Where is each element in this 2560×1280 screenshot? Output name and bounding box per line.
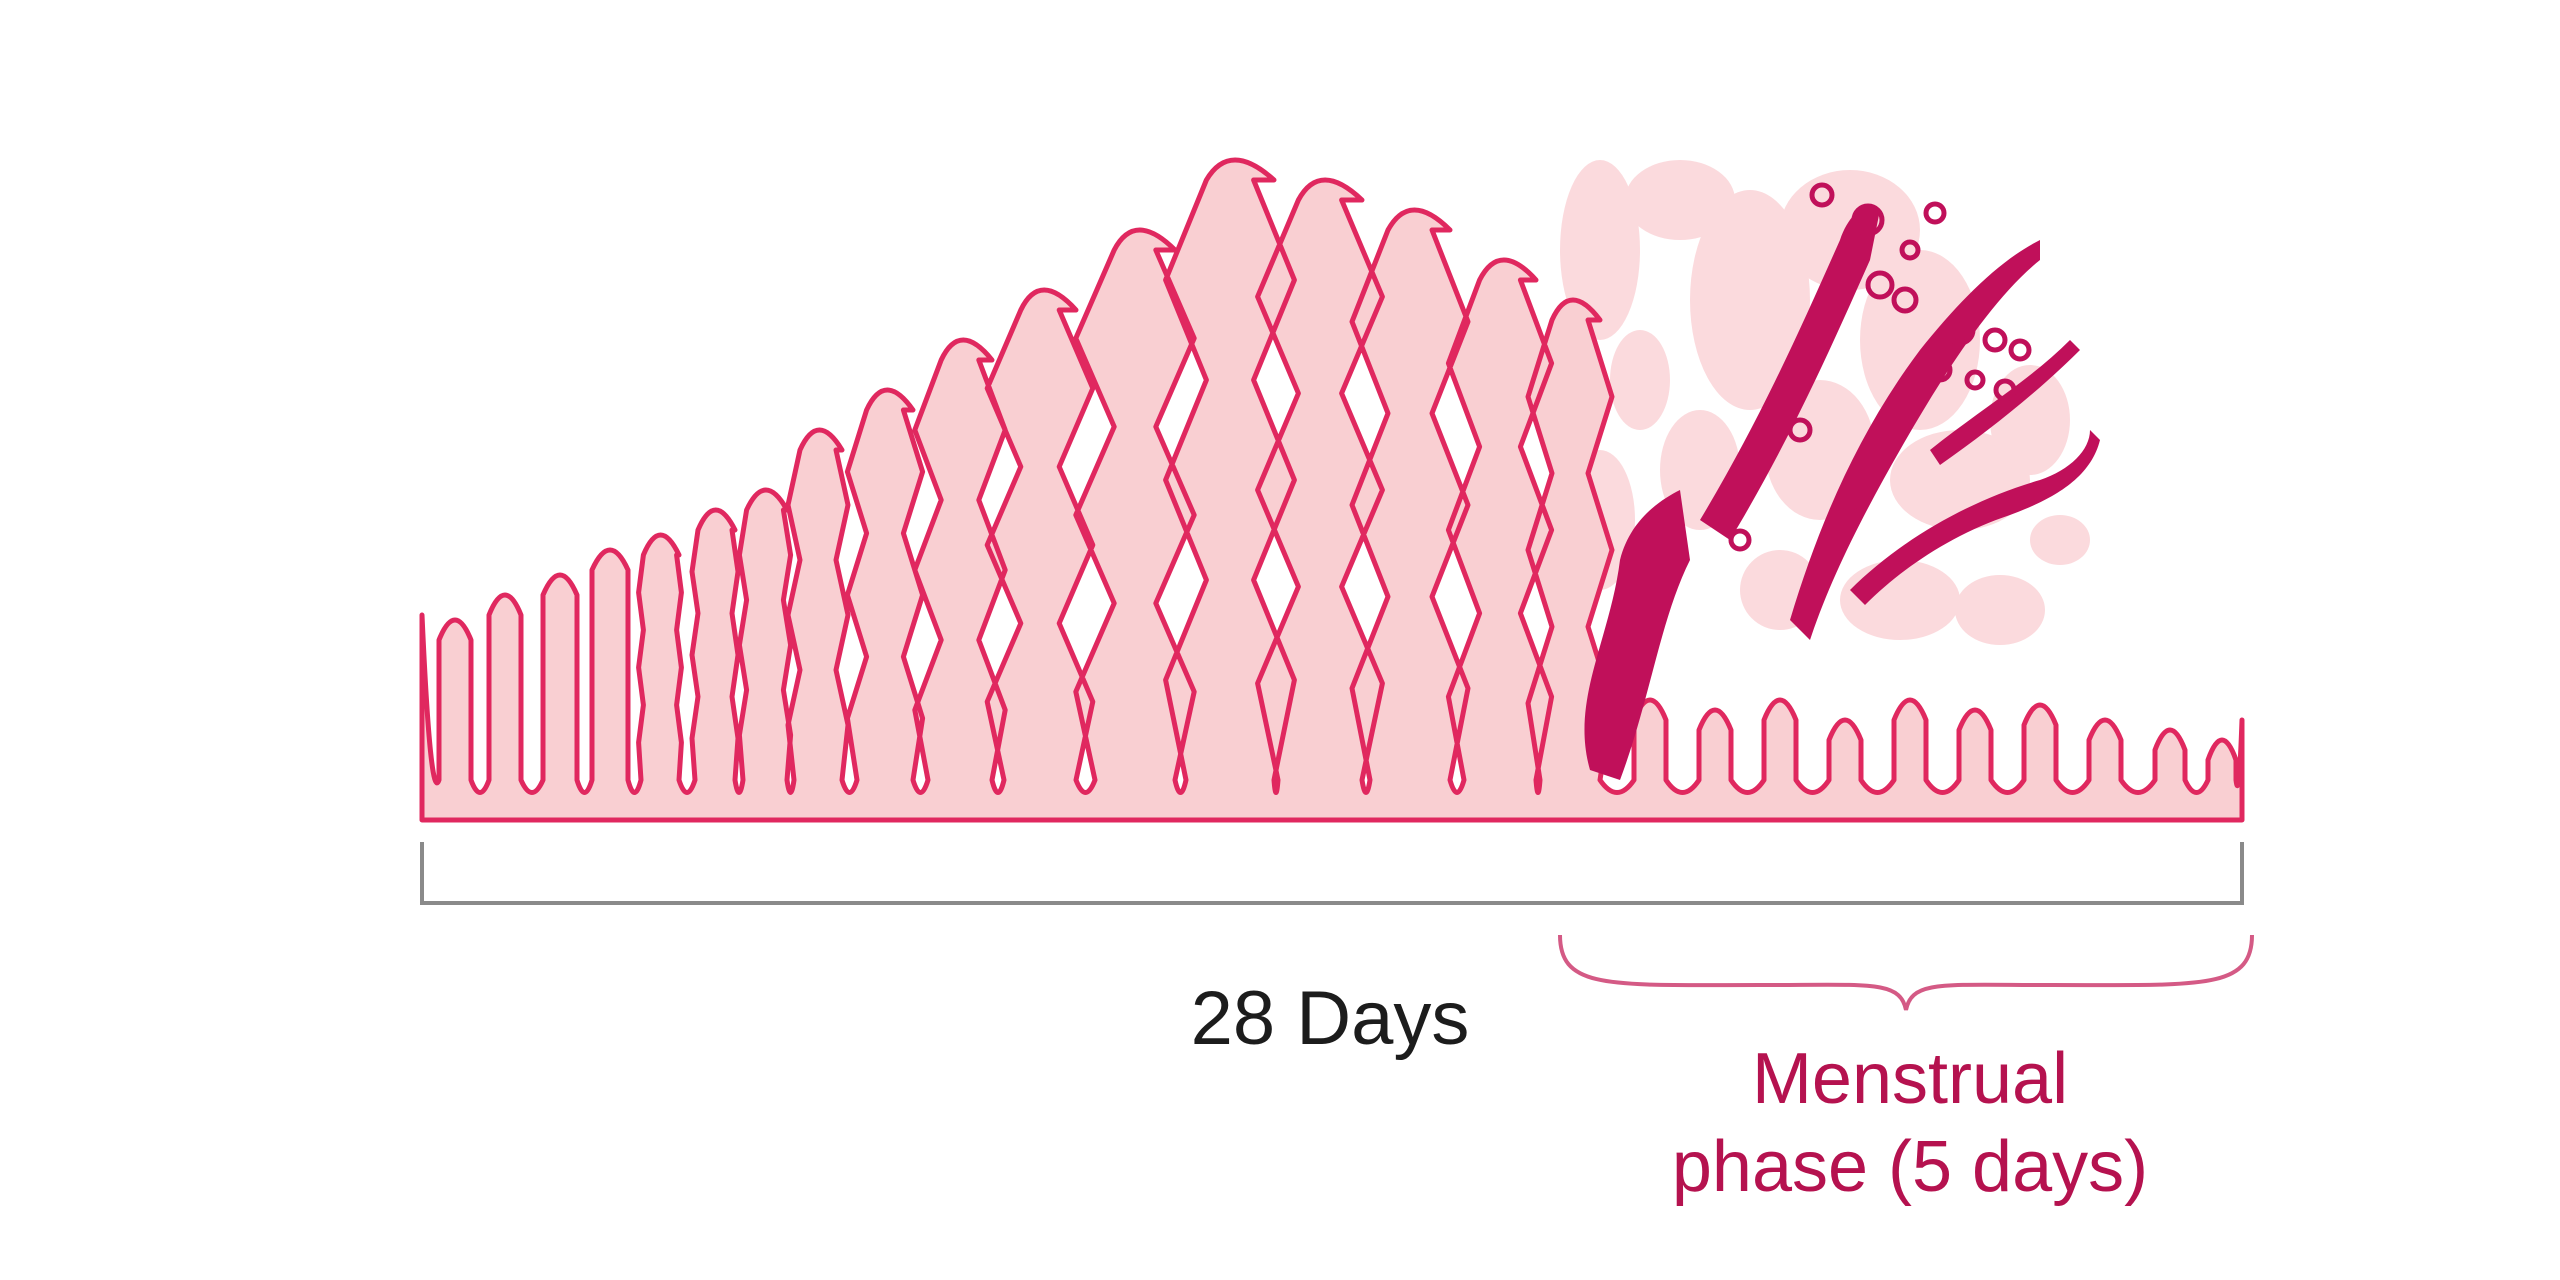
- cycle-duration-label: 28 Days: [1190, 976, 1470, 1061]
- shed-particle: [1964, 369, 1986, 391]
- cycle-timeline-bracket: [420, 842, 2244, 905]
- shed-particle: [1923, 201, 1947, 225]
- shed-particle: [1787, 417, 1813, 443]
- shed-particle: [1851, 203, 1885, 237]
- shed-tissue-strand: [1584, 490, 1690, 780]
- shed-particle: [1809, 182, 1835, 208]
- shed-tissue-strand: [1790, 240, 2040, 640]
- shed-particle: [1993, 378, 2017, 402]
- shed-fragment: [1625, 160, 1735, 240]
- shed-fragment: [2030, 515, 2090, 565]
- shed-tissue-strand: [1930, 340, 2080, 465]
- shed-fragment: [1955, 575, 2045, 645]
- shed-particle: [1944, 314, 1976, 346]
- menstrual-phase-label: Menstrual phase (5 days): [1570, 1035, 2250, 1211]
- shed-particle: [2008, 338, 2032, 362]
- shed-particle: [1899, 239, 1921, 261]
- shed-tissue-strand: [1700, 206, 1880, 540]
- shed-particle: [1927, 357, 1953, 383]
- phase-label-line1: Menstrual: [1751, 1039, 2069, 1119]
- menstrual-phase-brace: [1558, 934, 2254, 1011]
- shed-particle: [1865, 270, 1895, 300]
- shed-particle: [1891, 286, 1919, 314]
- shed-tissue-strand: [1850, 430, 2100, 605]
- shedding-tissue: [1584, 182, 2100, 780]
- shed-fragment: [1690, 190, 1810, 410]
- shed-particle: [1982, 327, 2008, 353]
- endometrium-lining: [419, 157, 2245, 823]
- shed-particle: [1839, 489, 1861, 511]
- shed-fragment: [1610, 330, 1670, 430]
- shed-fragment: [1560, 160, 1640, 340]
- shed-particle: [1728, 528, 1752, 552]
- phase-label-line2: phase (5 days): [1671, 1127, 2149, 1207]
